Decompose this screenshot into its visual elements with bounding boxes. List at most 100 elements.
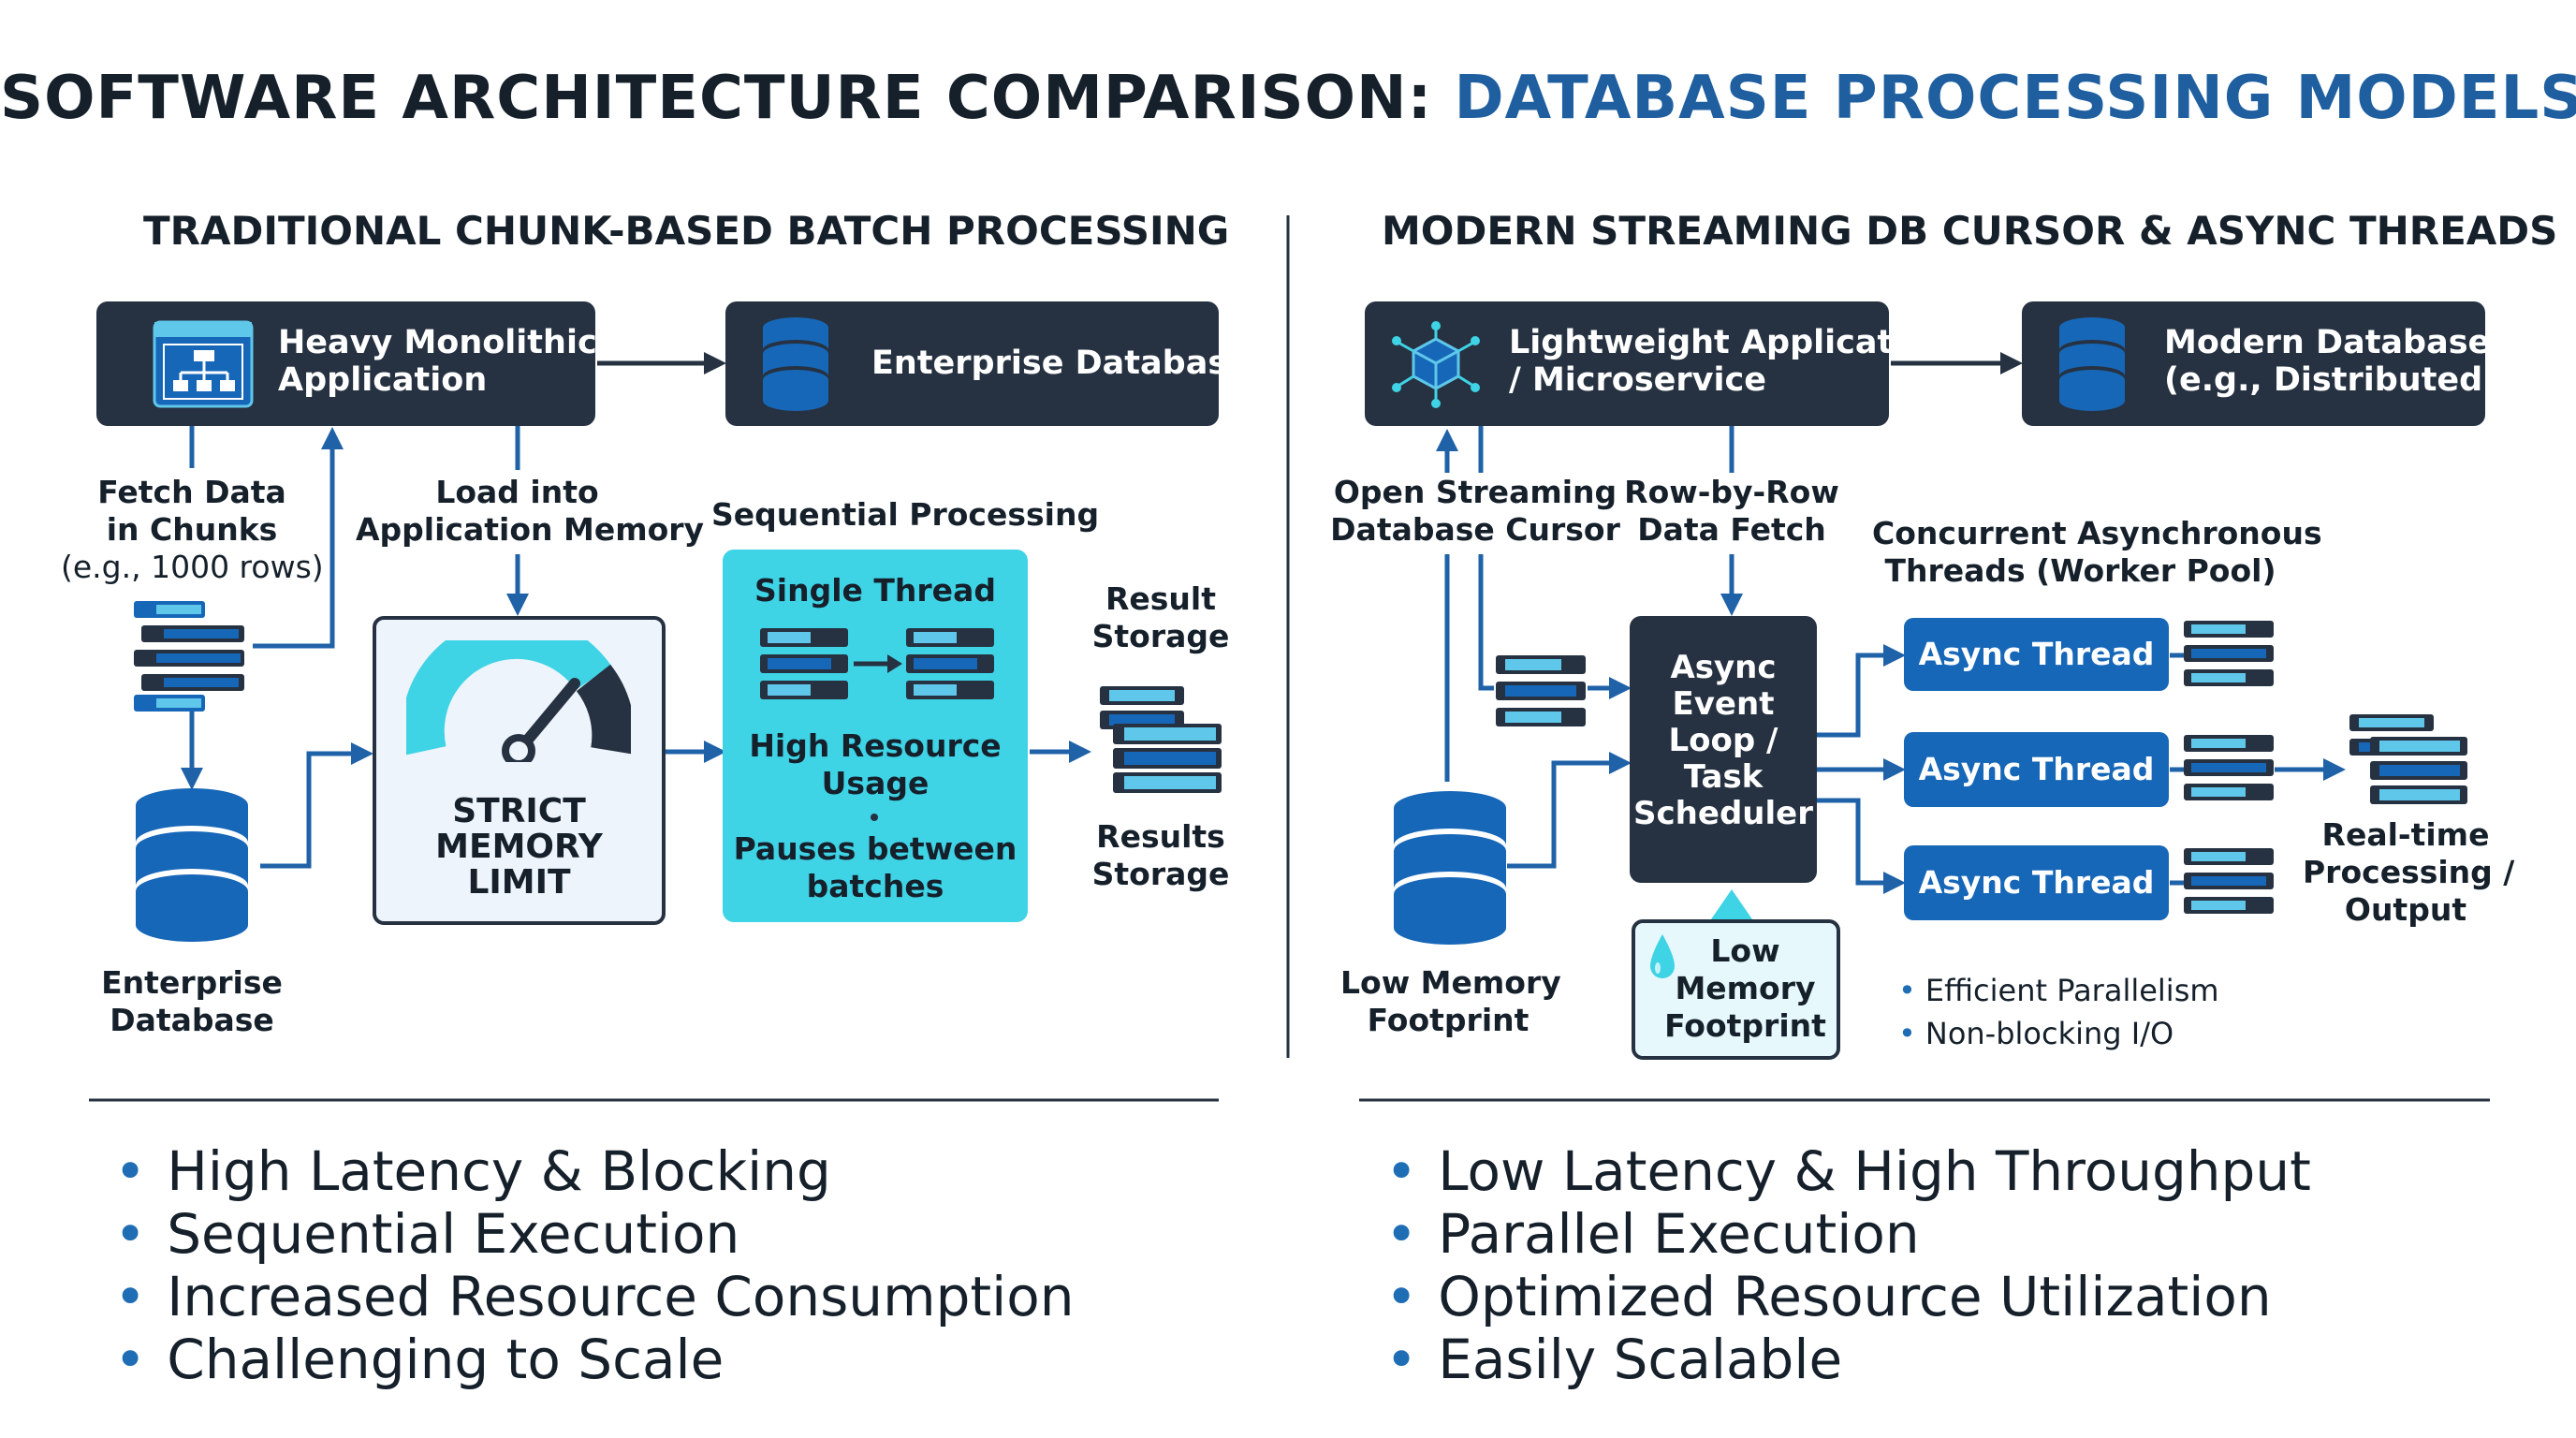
lightweight-app-box: Lightweight Application / Microservice bbox=[1365, 301, 1950, 426]
lowmem-db-line1: Low Memory bbox=[1340, 964, 1561, 1001]
fetch-line1: Fetch Data bbox=[97, 474, 286, 510]
right-database-icon bbox=[1392, 789, 1508, 950]
single-thread-box: Single Thread High Resource Usage Pauses… bbox=[723, 550, 1028, 922]
row-fetch-label: Row-by-Row Data Fetch bbox=[1610, 474, 1853, 549]
result-storage-icon bbox=[1100, 686, 1227, 808]
sequential-processing-label: Sequential Processing bbox=[711, 496, 1100, 533]
loop-line2: Event bbox=[1672, 685, 1775, 723]
left-database-icon bbox=[134, 786, 250, 947]
title-accent: DATABASE PROCESSING MODELS bbox=[1454, 64, 2576, 133]
loop-to-thread3-arrow bbox=[1817, 798, 1906, 894]
high-resource-line1: High Resource bbox=[749, 727, 1002, 764]
async-event-loop-box: Async Event Loop / Task Scheduler bbox=[1630, 616, 1817, 883]
efficiency-bullets: Efficient Parallelism Non-blocking I/O bbox=[1898, 969, 2219, 1055]
right-section-title: MODERN STREAMING DB CURSOR & ASYNC THREA… bbox=[1382, 208, 2558, 254]
low-memory-footprint-box: Low Memory Footprint bbox=[1632, 919, 1840, 1060]
async-thread-3: Async Thread 3 bbox=[1904, 845, 2169, 976]
modern-database-icon bbox=[2057, 316, 2127, 422]
sequential-rows-icon bbox=[760, 628, 994, 703]
modern-db-line1: Modern Database bbox=[2164, 324, 2491, 361]
right-summary-list: Low Latency & High Throughput Parallel E… bbox=[1385, 1140, 2311, 1391]
load-line1: Load into bbox=[435, 474, 599, 510]
footprint-pointer bbox=[1711, 889, 1752, 919]
nonblocking-io-item: Non-blocking I/O bbox=[1898, 1012, 2219, 1055]
load-line2: Application Memory bbox=[356, 511, 705, 548]
cube-network-icon bbox=[1389, 320, 1483, 418]
fetch-line2: in Chunks bbox=[106, 511, 278, 548]
database-icon bbox=[761, 316, 830, 422]
rowfetch-line1: Row-by-Row bbox=[1624, 474, 1839, 510]
memory-line1: STRICT bbox=[452, 792, 586, 830]
load-memory-label: Load into Application Memory bbox=[356, 474, 705, 549]
loop-line1: Async bbox=[1670, 649, 1777, 686]
cursor-line2: Database Cursor bbox=[1330, 511, 1620, 548]
modern-db-line2: (e.g., Distributed) bbox=[2164, 361, 2498, 399]
left-bullet-1: High Latency & Blocking bbox=[114, 1140, 1074, 1203]
result-storage-label: Result Storage bbox=[1086, 580, 1236, 655]
lowmem-db-line2: Footprint bbox=[1367, 1002, 1530, 1038]
thread3-rows-icon bbox=[2184, 848, 2274, 919]
pauses-label: Pauses between batches bbox=[723, 830, 1028, 905]
memory-line2: MEMORY bbox=[435, 828, 603, 866]
realtime-output-icon bbox=[2349, 714, 2469, 810]
realtime-line2: Processing / bbox=[2303, 854, 2515, 890]
db-to-memory-arrow bbox=[260, 742, 373, 869]
left-bullet-3: Increased Resource Consumption bbox=[114, 1266, 1074, 1328]
enterprise-database-label: Enterprise Database bbox=[75, 964, 309, 1039]
rowfetch-line2: Data Fetch bbox=[1637, 511, 1826, 548]
low-memory-db-label: Low Memory Footprint bbox=[1340, 964, 1561, 1039]
concurrent-line2: Threads (Worker Pool) bbox=[1884, 552, 2276, 589]
title-main: SOFTWARE ARCHITECTURE COMPARISON: bbox=[0, 64, 1455, 133]
lightweight-app-line1: Lightweight Application bbox=[1509, 324, 1951, 361]
pauses-line2: batches bbox=[806, 868, 944, 904]
enterprise-db-label: Enterprise Database bbox=[871, 345, 1250, 382]
strict-memory-limit-box: STRICT MEMORY LIMIT bbox=[373, 615, 666, 925]
right-bullet-1: Low Latency & High Throughput bbox=[1385, 1140, 2311, 1203]
loop-to-thread1-arrow bbox=[1817, 644, 1906, 738]
high-resource-label: High Resource Usage bbox=[723, 727, 1028, 802]
result-storage-line2: Storage bbox=[1091, 618, 1230, 654]
water-drop-icon bbox=[1648, 934, 1676, 996]
realtime-line1: Real-time bbox=[2321, 816, 2490, 853]
realtime-line3: Output bbox=[2344, 891, 2467, 928]
cursor-rows-icon bbox=[1496, 655, 1588, 730]
cursor-line1: Open Streaming bbox=[1333, 474, 1617, 510]
pauses-line1: Pauses between bbox=[733, 830, 1017, 867]
high-resource-line2: Usage bbox=[821, 765, 929, 801]
right-bullet-2: Parallel Execution bbox=[1385, 1203, 2311, 1266]
left-summary-list: High Latency & Blocking Sequential Execu… bbox=[114, 1140, 1074, 1391]
results-storage-line2: Storage bbox=[1091, 856, 1230, 892]
heavy-app-line2: Application bbox=[278, 361, 488, 399]
fetch-line3: (e.g., 1000 rows) bbox=[61, 549, 324, 585]
results-storage-label: Results Storage bbox=[1086, 818, 1236, 893]
lowmem-box-line1: Low bbox=[1710, 932, 1780, 969]
loop-line4: Task bbox=[1683, 758, 1764, 796]
results-storage-line1: Results bbox=[1096, 818, 1225, 855]
low-memory-text: Low Memory Footprint bbox=[1654, 932, 1837, 1045]
cursor-to-rows-line bbox=[1478, 554, 1494, 691]
heavy-app-line1: Heavy Monolithic bbox=[278, 324, 597, 361]
thread1-rows-icon bbox=[2184, 621, 2274, 692]
heavy-monolithic-app-box: Heavy Monolithic Application bbox=[96, 301, 597, 426]
event-loop-text: Async Event Loop / Task Scheduler bbox=[1630, 650, 1817, 832]
fetch-chunks-label: Fetch Data in Chunks (e.g., 1000 rows) bbox=[61, 474, 324, 586]
chunk-to-app-arrow bbox=[253, 427, 344, 649]
left-bullet-4: Challenging to Scale bbox=[114, 1328, 1074, 1391]
realtime-output-label: Real-time Processing / Output bbox=[2303, 816, 2515, 929]
enterprise-db-line1: Enterprise bbox=[101, 964, 283, 1001]
async-thread-2: Async Thread 2 bbox=[1904, 732, 2169, 862]
open-cursor-label: Open Streaming Database Cursor bbox=[1329, 474, 1621, 549]
strict-memory-text: STRICT MEMORY LIMIT bbox=[376, 794, 662, 901]
efficient-parallelism-item: Efficient Parallelism bbox=[1898, 969, 2219, 1012]
modern-database-box: Modern Database (e.g., Distributed) bbox=[2022, 301, 2497, 426]
enterprise-database-box: Enterprise Database bbox=[725, 301, 1250, 426]
single-thread-label: Single Thread bbox=[754, 572, 996, 609]
loop-line3: Loop / bbox=[1668, 722, 1778, 759]
thread2-rows-icon bbox=[2184, 735, 2274, 806]
db-to-loop-arrow bbox=[1507, 752, 1632, 869]
page-title: SOFTWARE ARCHITECTURE COMPARISON: DATABA… bbox=[0, 64, 2576, 133]
concurrent-threads-label: Concurrent Asynchronous Threads (Worker … bbox=[1872, 515, 2322, 590]
gauge-icon bbox=[401, 615, 636, 768]
right-bullet-4: Easily Scalable bbox=[1385, 1328, 2311, 1391]
